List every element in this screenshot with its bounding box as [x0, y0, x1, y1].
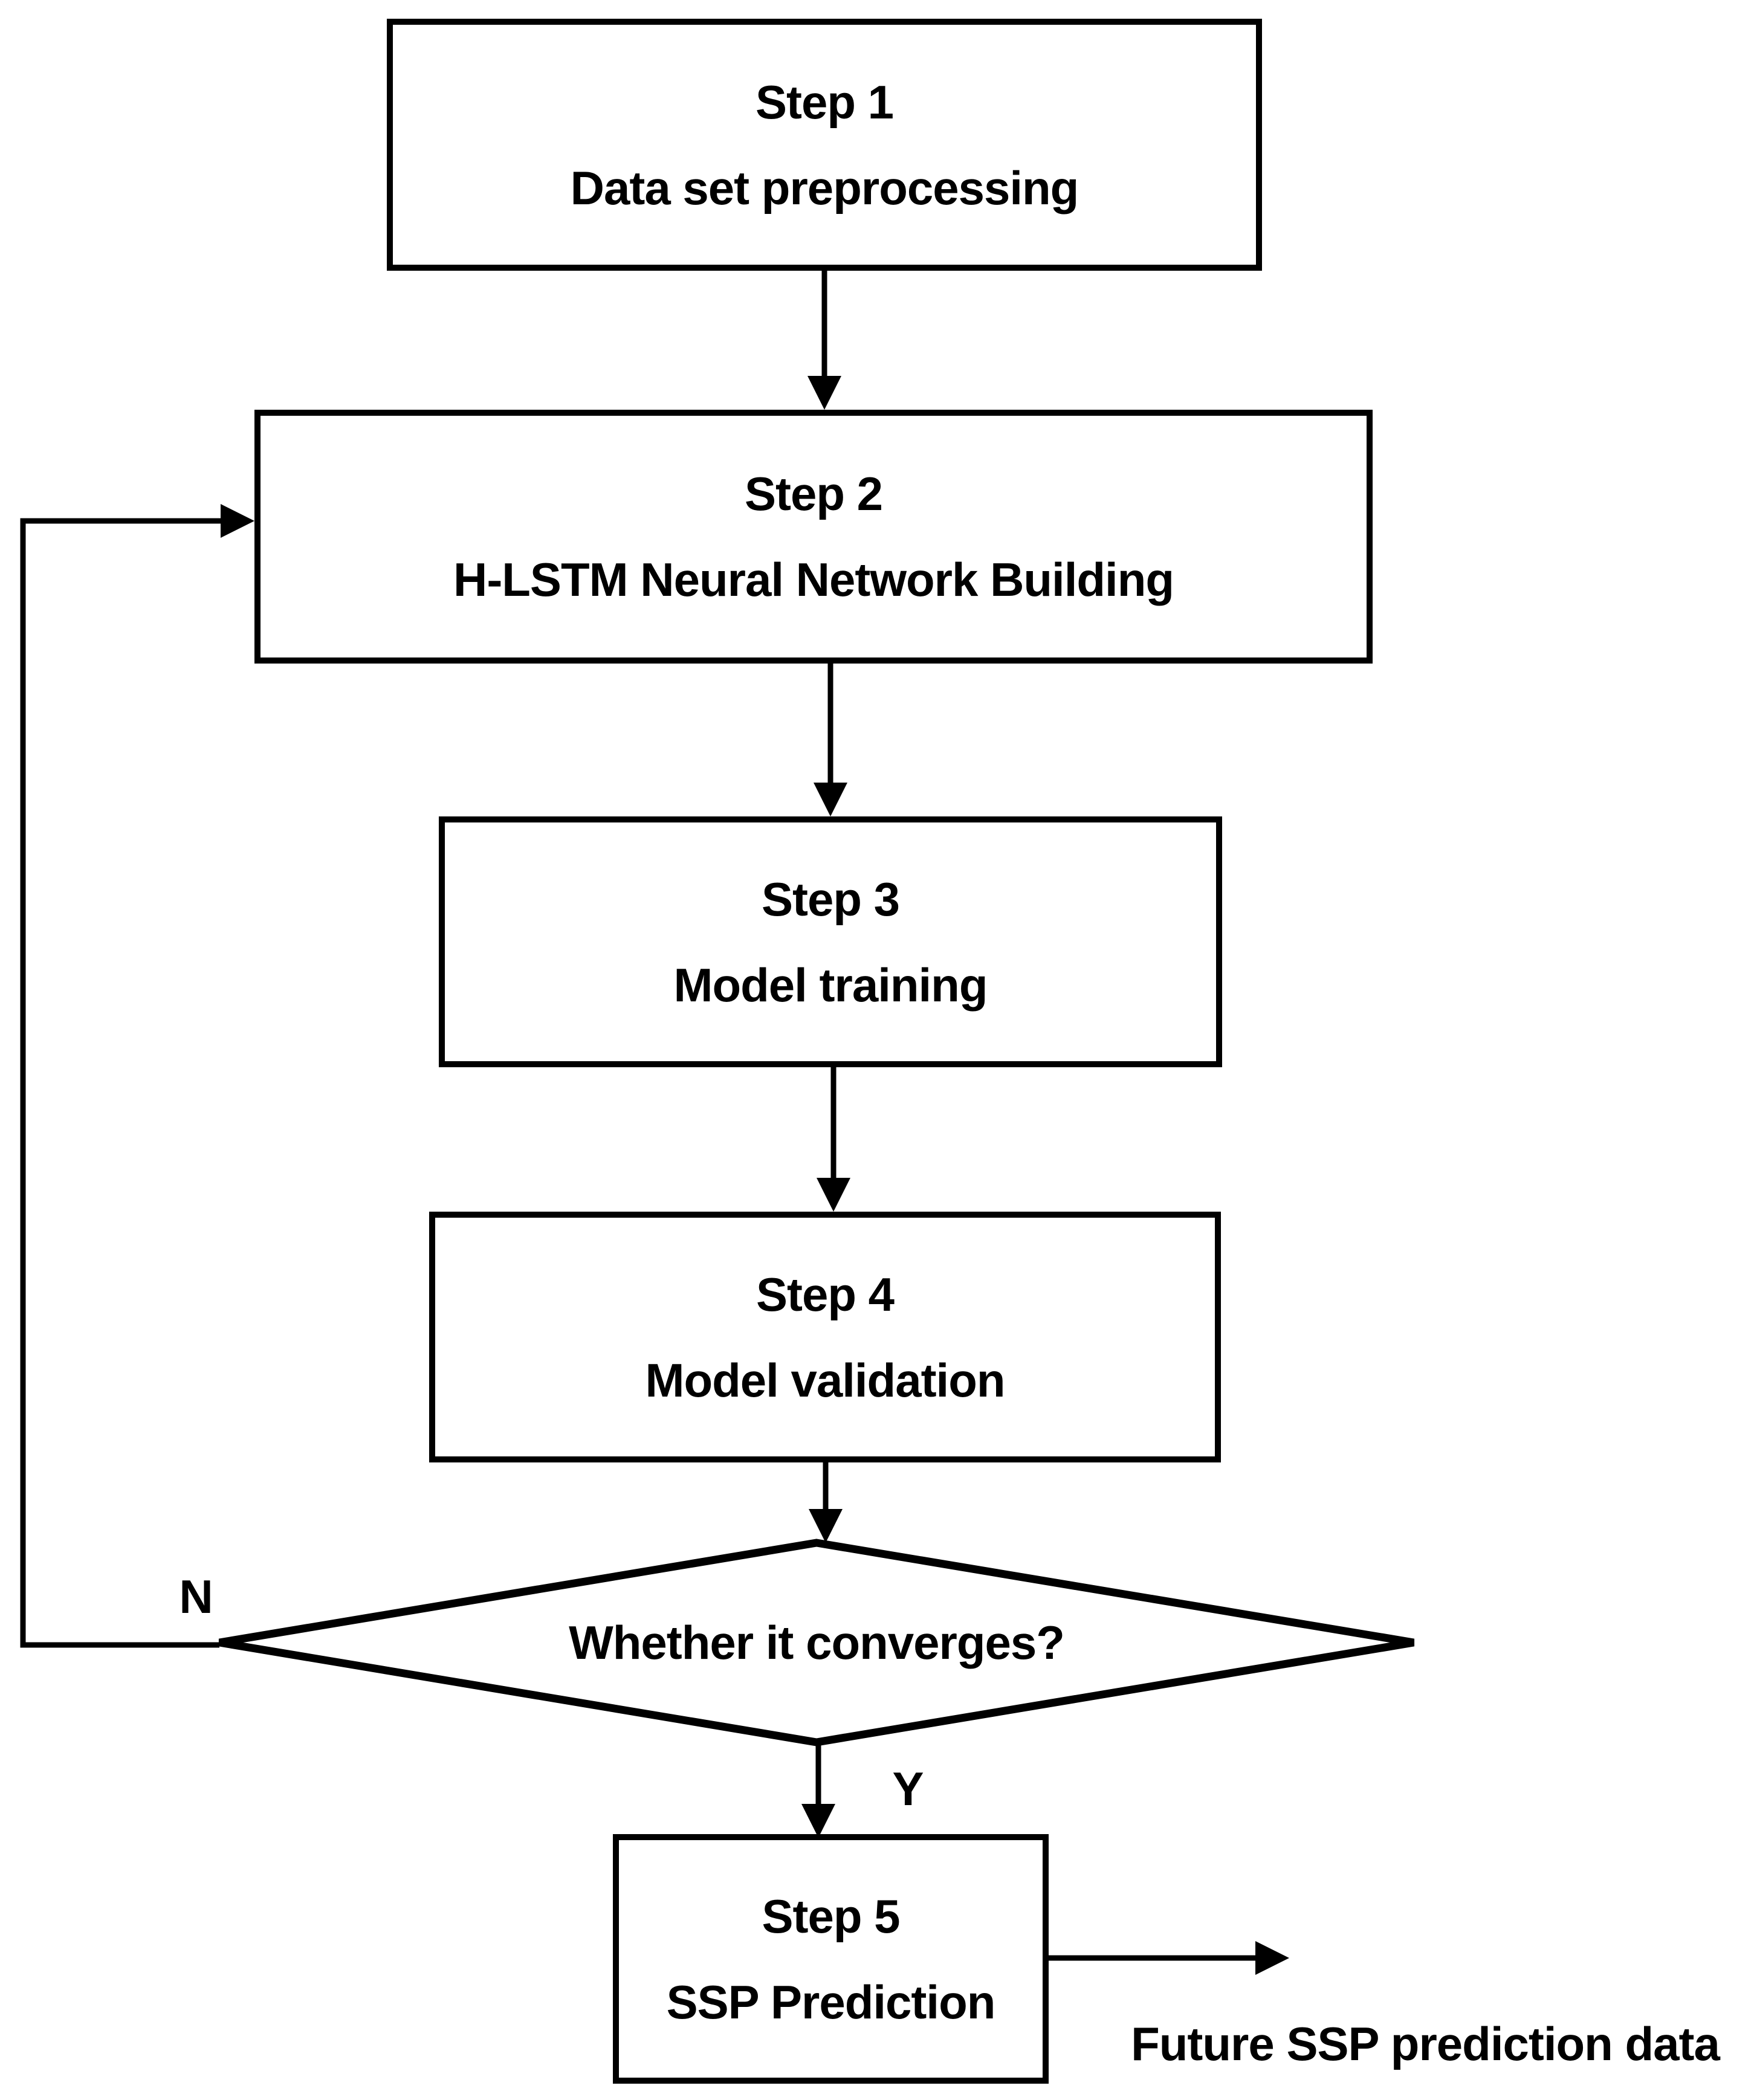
no-branch-label: N — [179, 1570, 213, 1623]
arrow-step3-step4-head — [817, 1178, 850, 1212]
step3-title: Step 3 — [761, 872, 900, 926]
decision-question: Whether it converges? — [569, 1616, 1065, 1669]
step3-label: Model training — [673, 958, 988, 1012]
output-label: Future SSP prediction data — [1131, 2017, 1720, 2070]
step5-label: SSP Prediction — [666, 1975, 996, 2029]
step2-title: Step 2 — [744, 467, 883, 520]
step5-title: Step 5 — [762, 1889, 900, 1943]
step1-box: Step 1 Data set preprocessing — [387, 19, 1262, 271]
arrow-step4-decision-head — [809, 1509, 843, 1543]
arrow-step5-output-head — [1255, 1941, 1289, 1975]
feedback-loop-decision-step2-head — [221, 504, 254, 538]
step1-label: Data set preprocessing — [570, 161, 1079, 215]
step4-label: Model validation — [645, 1353, 1005, 1407]
step3-box: Step 3 Model training — [439, 816, 1222, 1067]
step2-label: H-LSTM Neural Network Building — [453, 553, 1174, 606]
step1-title: Step 1 — [755, 75, 894, 129]
arrow-step1-step2-head — [807, 376, 841, 410]
step4-title: Step 4 — [756, 1267, 895, 1321]
arrow-decision-step5-head — [801, 1804, 835, 1838]
step5-box: Step 5 SSP Prediction — [613, 1834, 1049, 2084]
step2-box: Step 2 H-LSTM Neural Network Building — [254, 410, 1373, 664]
arrow-step2-step3-head — [814, 783, 847, 816]
step4-box: Step 4 Model validation — [429, 1212, 1221, 1462]
feedback-loop-decision-step2-shaft — [20, 518, 222, 1648]
yes-branch-label: Y — [892, 1762, 924, 1815]
